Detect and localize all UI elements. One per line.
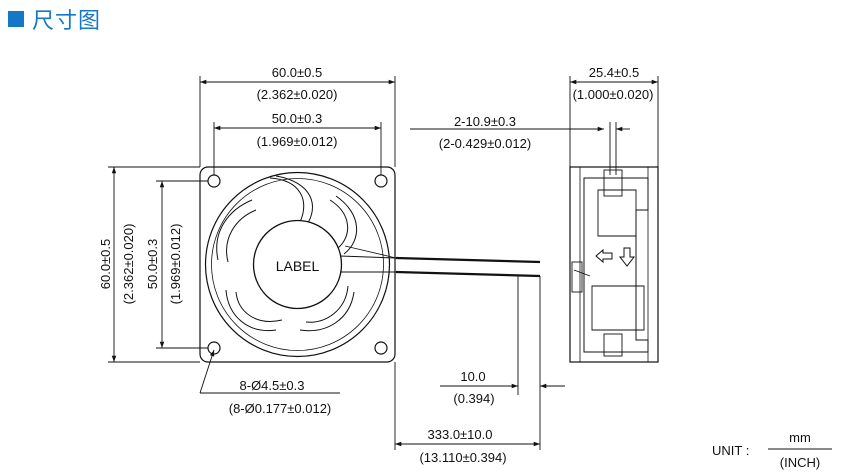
arrow-down-icon xyxy=(618,247,636,267)
mount-hole-top-left xyxy=(207,174,221,188)
mount-hole-bottom-right xyxy=(374,341,388,355)
dim-strip-inch: (0.394) xyxy=(453,391,494,406)
mount-hole-bottom-left xyxy=(207,341,221,355)
section-header: 尺寸图 xyxy=(8,4,101,34)
dim-length: 333.0±10.0 xyxy=(428,427,493,442)
arrow-left-icon xyxy=(595,248,613,264)
dim-strip: 10.0 xyxy=(460,369,485,384)
fan-frame-outline xyxy=(199,166,396,363)
airflow-arrows xyxy=(595,247,636,267)
dim-wire: 2-10.9±0.3 xyxy=(454,114,516,129)
dim-depth-inch: (1.000±0.020) xyxy=(573,87,654,102)
dim-width-outer-inch: (2.362±0.020) xyxy=(257,87,338,102)
dim-width-holes-inch: (1.969±0.012) xyxy=(257,134,338,149)
mount-hole-top-right xyxy=(374,174,388,188)
dim-height-outer-inch: (2.362±0.020) xyxy=(121,224,136,305)
fan-blades xyxy=(216,175,358,332)
fan-hub xyxy=(252,219,343,310)
square-bullet-icon xyxy=(8,11,24,27)
dim-depth: 25.4±0.5 xyxy=(589,65,640,80)
dim-height-holes-inch: (1.969±0.012) xyxy=(168,224,183,305)
fan-side-view xyxy=(569,166,659,363)
fan-inner-ring xyxy=(211,178,384,351)
section-title: 尺寸图 xyxy=(32,8,102,33)
fan-label-text: LABEL xyxy=(276,258,320,274)
dim-holes: 8-Ø4.5±0.3 xyxy=(240,378,305,393)
fan-venturi-ring xyxy=(204,171,391,358)
side-frame-outline xyxy=(569,166,659,363)
unit-prefix: UNIT : xyxy=(712,443,749,458)
dim-holes-inch: (8-Ø0.177±0.012) xyxy=(229,401,332,416)
dim-wire-inch: (2-0.429±0.012) xyxy=(439,136,531,151)
unit-imperial: (INCH) xyxy=(780,455,820,470)
dim-height-outer: 60.0±0.5 xyxy=(98,239,113,290)
fan-front-view xyxy=(199,166,541,363)
dim-length-inch: (13.110±0.394) xyxy=(419,450,506,465)
unit-metric: mm xyxy=(789,430,811,445)
dim-width-outer: 60.0±0.5 xyxy=(272,65,323,80)
dim-width-holes: 50.0±0.3 xyxy=(272,111,323,126)
dim-height-holes: 50.0±0.3 xyxy=(145,239,160,290)
